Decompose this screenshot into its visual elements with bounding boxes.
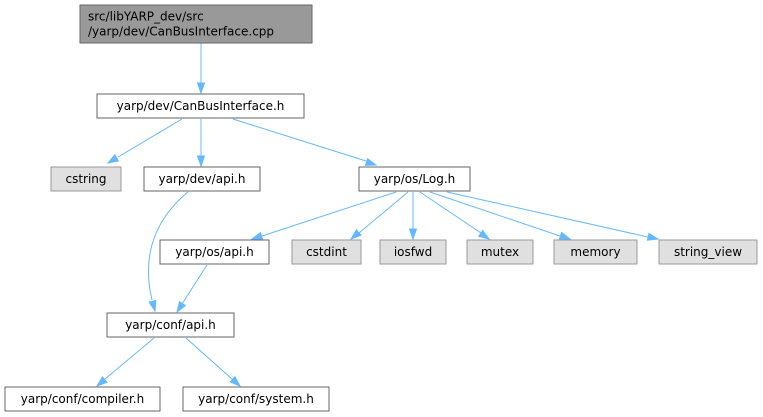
node-label: src/libYARP_dev/src [88,10,204,24]
edge-conf_api-to-conf_system [185,337,242,388]
node-label: yarp/conf/system.h [198,392,314,406]
arrowhead [95,376,108,387]
edge-line [446,191,649,238]
arrowhead [148,299,157,313]
edge-os_log-to-memory [429,191,572,240]
node-root[interactable]: src/libYARP_dev/src/yarp/dev/CanBusInter… [79,4,313,44]
edge-line [419,191,482,234]
arrowhead [477,229,491,240]
edge-os_api-to-conf_api [176,264,208,314]
edge-line [117,118,183,158]
node-label: yarp/os/Log.h [374,172,456,186]
node-string-view: string_view [658,239,758,265]
edge-line [185,337,233,380]
node-canbus-h[interactable]: yarp/dev/CanBusInterface.h [96,93,305,119]
node-label: iosfwd [394,245,432,259]
arrowhead [250,231,264,240]
arrowhead [364,157,378,166]
arrowhead [196,155,206,168]
node-box [79,4,313,44]
edge-os_log-to-string_view [446,191,660,241]
edge-os_log-to-cstdint [349,191,409,240]
node-iosfwd: iosfwd [379,239,447,265]
node-box [553,239,638,265]
node-box [658,239,758,265]
nodes-layer: src/libYARP_dev/src/yarp/dev/CanBusInter… [4,4,758,412]
node-os-api[interactable]: yarp/os/api.h [159,239,270,265]
edge-conf_api-to-conf_compiler [95,337,155,387]
node-box [4,386,161,412]
node-box [50,166,122,192]
node-label: memory [570,245,620,259]
arrowhead [558,231,572,240]
node-memory: memory [553,239,638,265]
edge-line [232,118,367,162]
node-box [159,239,270,265]
edge-os_log-to-os_api [250,191,397,240]
edge-canbus_h-to-cstring [106,118,183,164]
arrowhead [408,228,418,241]
node-box [106,312,235,338]
node-cstring: cstring [50,166,122,192]
node-box [358,166,471,192]
edge-os_log-to-iosfwd [408,192,418,241]
node-label: yarp/os/api.h [175,245,253,259]
edge-os_log-to-mutex [419,191,491,240]
arrowhead [229,375,242,388]
arrowhead [176,300,187,314]
node-conf-api[interactable]: yarp/conf/api.h [106,312,235,338]
node-conf-system[interactable]: yarp/conf/system.h [182,386,330,412]
node-box [96,93,305,119]
node-box [466,239,534,265]
node-dev-api[interactable]: yarp/dev/api.h [143,166,261,192]
edge-line [148,191,189,301]
edge-root-to-canbus_h [196,43,206,95]
node-label: cstdint [306,245,347,259]
edge-dev_api-to-conf_api [148,191,189,313]
node-cstdint: cstdint [291,239,362,265]
edge-line [358,191,409,234]
node-box [379,239,447,265]
arrowhead [646,232,660,241]
arrowhead [349,229,362,240]
edge-canbus_h-to-dev_api [196,119,206,168]
edge-line [104,337,155,380]
node-os-log[interactable]: yarp/os/Log.h [358,166,471,192]
node-box [182,386,330,412]
node-box [143,166,261,192]
node-label: string_view [674,245,742,259]
arrowhead [196,82,206,95]
edge-line [261,191,397,237]
node-label: mutex [481,245,519,259]
edge-line [429,191,561,237]
node-label: yarp/dev/api.h [159,172,246,186]
node-label: yarp/conf/api.h [125,318,216,332]
edge-line [181,264,208,305]
node-label: yarp/conf/compiler.h [21,392,144,406]
node-box [291,239,362,265]
node-label: cstring [65,172,106,186]
node-mutex: mutex [466,239,534,265]
edges-layer [95,43,660,388]
node-label: yarp/dev/CanBusInterface.h [117,99,285,113]
node-label: /yarp/dev/CanBusInterface.cpp [88,25,274,39]
arrowhead [106,154,120,164]
edge-canbus_h-to-os_log [232,118,378,166]
node-conf-compiler[interactable]: yarp/conf/compiler.h [4,386,161,412]
